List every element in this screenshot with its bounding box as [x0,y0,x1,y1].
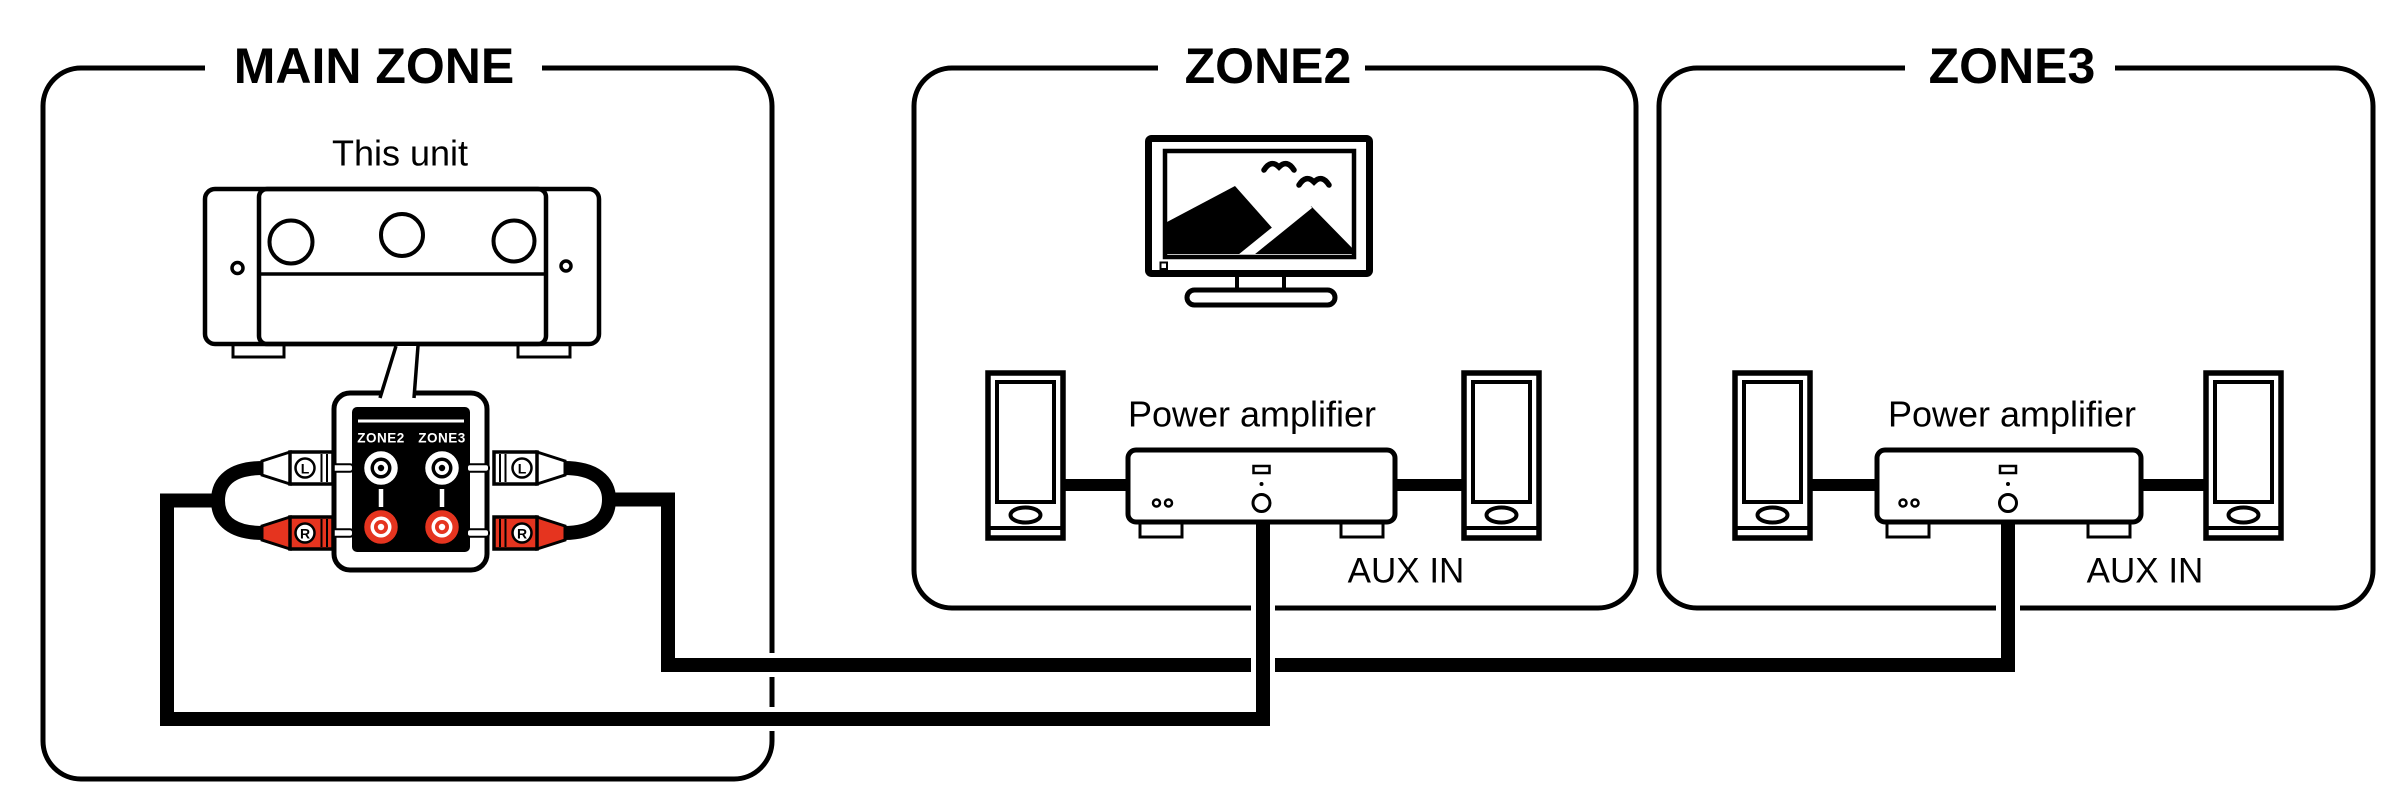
receiver-knob-right-icon [491,218,537,264]
receiver-knob-center-icon [379,212,425,258]
receiver-knob-left-icon [267,218,315,266]
zone3-title: ZONE3 [1929,38,2096,94]
left-red-plug-icon: R [260,514,335,552]
zone2-left-speaker-cable [1063,479,1128,491]
callout-tail-right-line [412,345,420,399]
zone3-amp-label: Power amplifier [1888,394,2136,435]
amp-display-slot [1998,464,2018,475]
zone3-power-amplifier-icon [1874,447,2144,539]
av-receiver-icon [202,186,602,359]
left-plug-r-letter: R [300,526,310,542]
zone3-title-gap [1905,38,2115,92]
zone2-jack-link [378,489,384,507]
tv-stand-base [1184,287,1338,308]
tv-icon [1145,135,1373,308]
right-plug-r-letter: R [517,526,527,542]
speaker-icon [2203,370,2284,541]
tv-picture-mountains [1167,160,1352,254]
zone2-right-jack-icon [361,507,401,547]
right-red-plug-icon: R [492,514,567,552]
callout-tail [380,346,418,399]
left-plug-l-letter: L [301,461,310,477]
bird-icon [1296,175,1332,188]
main-zone-title-gap [205,38,542,92]
right-white-plug-icon: L [492,449,567,487]
amp-knob-icon [1251,493,1272,513]
bird-icon [1261,160,1297,173]
zone2-right-speaker-cable [1395,479,1464,491]
rca-jack-panel: ZONE2 ZONE3 [330,345,490,573]
zone2-title: ZONE2 [1185,38,1352,94]
main-zone-title: MAIN ZONE [234,38,515,94]
callout-tail-left-line [378,345,398,399]
receiver-right-dot [559,259,573,273]
speaker-icon [1461,370,1542,541]
jack-zone2-label: ZONE2 [357,431,405,446]
right-l-pin [466,463,490,473]
receiver-left-dot [230,260,245,276]
zone2-audio-cable [155,456,1275,731]
tv-power-led [1159,261,1168,270]
receiver-front-panel [256,186,549,347]
this-unit-label: This unit [332,133,468,174]
amp-display-slot [1252,464,1271,475]
zone2-power-amplifier-icon [1125,447,1398,539]
zone3-left-speaker-cable [1810,479,1877,491]
right-r-pin [466,528,490,538]
right-plug-l-letter: L [518,461,527,477]
zone2-left-jack-icon [361,448,401,488]
zone3-left-jack-icon [422,448,462,488]
zone3-audio-cable [563,456,2020,677]
zone3-right-jack-icon [422,507,462,547]
speaker-icon [985,370,1066,541]
amp-knob-icon [1998,493,2018,513]
zone3-jack-link [439,489,445,507]
zone3-aux-in-label: AUX IN [2087,552,2204,591]
zone2-title-gap [1158,38,1365,92]
zone2-aux-in-label: AUX IN [1348,552,1465,591]
zone2-amp-label: Power amplifier [1128,394,1376,435]
zone3-right-speaker-cable [2141,479,2206,491]
left-white-plug-icon: L [260,449,335,487]
speaker-icon [1732,370,1813,541]
jack-zone3-label: ZONE3 [418,431,466,446]
